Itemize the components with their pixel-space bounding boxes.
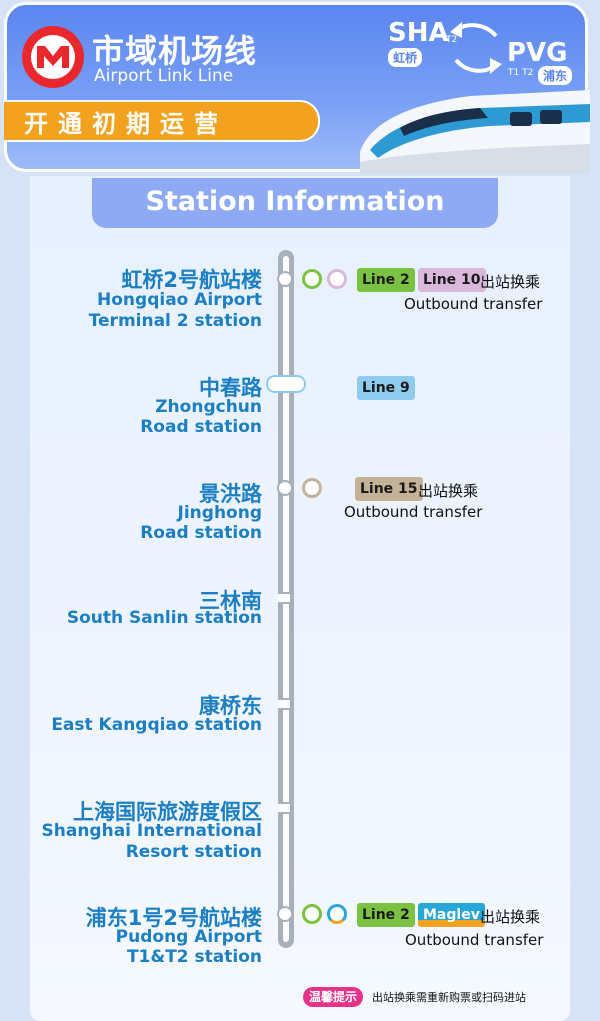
train-illustration-icon xyxy=(360,90,590,174)
station-marker xyxy=(277,271,293,287)
line-2-tag: Line 2 xyxy=(357,268,415,292)
station-name-en: Jinghong xyxy=(177,503,262,523)
station-name-cn: 康桥东 xyxy=(199,694,262,718)
station-name-cn: 浦东1号2号航站楼 xyxy=(85,906,262,930)
station-name-en: Pudong Airport xyxy=(115,927,262,947)
opening-banner xyxy=(4,100,320,142)
station-name-en: East Kangqiao station xyxy=(51,715,262,735)
station-name-cn: 景洪路 xyxy=(199,482,262,506)
station-name-en: South Sanlin station xyxy=(66,608,262,628)
airport-terminal-pvg: T1 T2 xyxy=(508,68,534,78)
reminder-badge: 温馨提示 xyxy=(303,987,364,1007)
airport-name-sha: 虹桥 xyxy=(388,48,423,67)
station-name-en: Terminal 2 station xyxy=(88,311,262,331)
transfer-note-cn: 出站换乘 xyxy=(418,482,479,500)
transfer-note-en: Outbound transfer xyxy=(344,503,483,521)
line-10-transfer-icon xyxy=(327,269,347,289)
station-marker xyxy=(266,375,306,393)
station-name-en: T1&T2 station xyxy=(126,947,262,967)
airport-code-pvg: PVG xyxy=(507,38,568,68)
opening-banner-text: 开通初期运营 xyxy=(24,110,228,138)
airport-code-sha: SHA xyxy=(388,18,449,48)
station-marker xyxy=(278,802,292,814)
transfer-note-cn: 出站换乘 xyxy=(480,908,541,926)
station-marker xyxy=(277,906,293,922)
station-name-cn: 上海国际旅游度假区 xyxy=(73,800,262,824)
line-2-transfer-icon xyxy=(302,269,322,289)
section-title: Station Information xyxy=(92,178,498,228)
line-9-tag: Line 9 xyxy=(357,376,415,400)
reminder-text: 出站换乘需重新购票或扫码进站 xyxy=(372,991,526,1004)
line-title-en: Airport Link Line xyxy=(94,66,234,86)
maglev-tag: Maglev xyxy=(418,903,485,927)
line-2-tag: Line 2 xyxy=(357,903,415,927)
header: 市域机场线 Airport Link Line 开通初期运营 SHA T2 虹桥… xyxy=(0,0,600,180)
metro-logo-icon xyxy=(22,26,84,88)
station-name-en: Road station xyxy=(140,523,262,543)
station-name-cn: 三林南 xyxy=(199,589,262,613)
station-name-en: Hongqiao Airport xyxy=(97,290,262,310)
station-card xyxy=(30,176,570,1021)
station-name-cn: 中春路 xyxy=(199,376,262,400)
station-name-cn: 虹桥2号航站楼 xyxy=(121,268,262,292)
station-marker xyxy=(277,480,293,496)
airport-name-pvg: 浦东 xyxy=(538,66,573,85)
line-15-tag: Line 15 xyxy=(355,477,423,501)
station-name-en: Shanghai International xyxy=(41,821,263,841)
station-name-en: Resort station xyxy=(125,842,262,862)
airport-terminal-sha: T2 xyxy=(446,35,458,45)
station-marker xyxy=(278,592,292,604)
line-10-tag: Line 10 xyxy=(418,268,486,292)
station-name-en: Zhongchun xyxy=(155,397,262,417)
line-15-transfer-icon xyxy=(302,478,322,498)
line-2-transfer-icon xyxy=(302,904,322,924)
transfer-note-cn: 出站换乘 xyxy=(480,273,541,291)
maglev-transfer-icon xyxy=(327,904,347,924)
transfer-note-en: Outbound transfer xyxy=(405,931,544,949)
station-marker xyxy=(278,698,292,710)
exchange-arrows-icon xyxy=(450,22,502,74)
transfer-note-en: Outbound transfer xyxy=(404,295,543,313)
line-title-cn: 市域机场线 xyxy=(92,32,258,70)
station-name-en: Road station xyxy=(140,417,262,437)
